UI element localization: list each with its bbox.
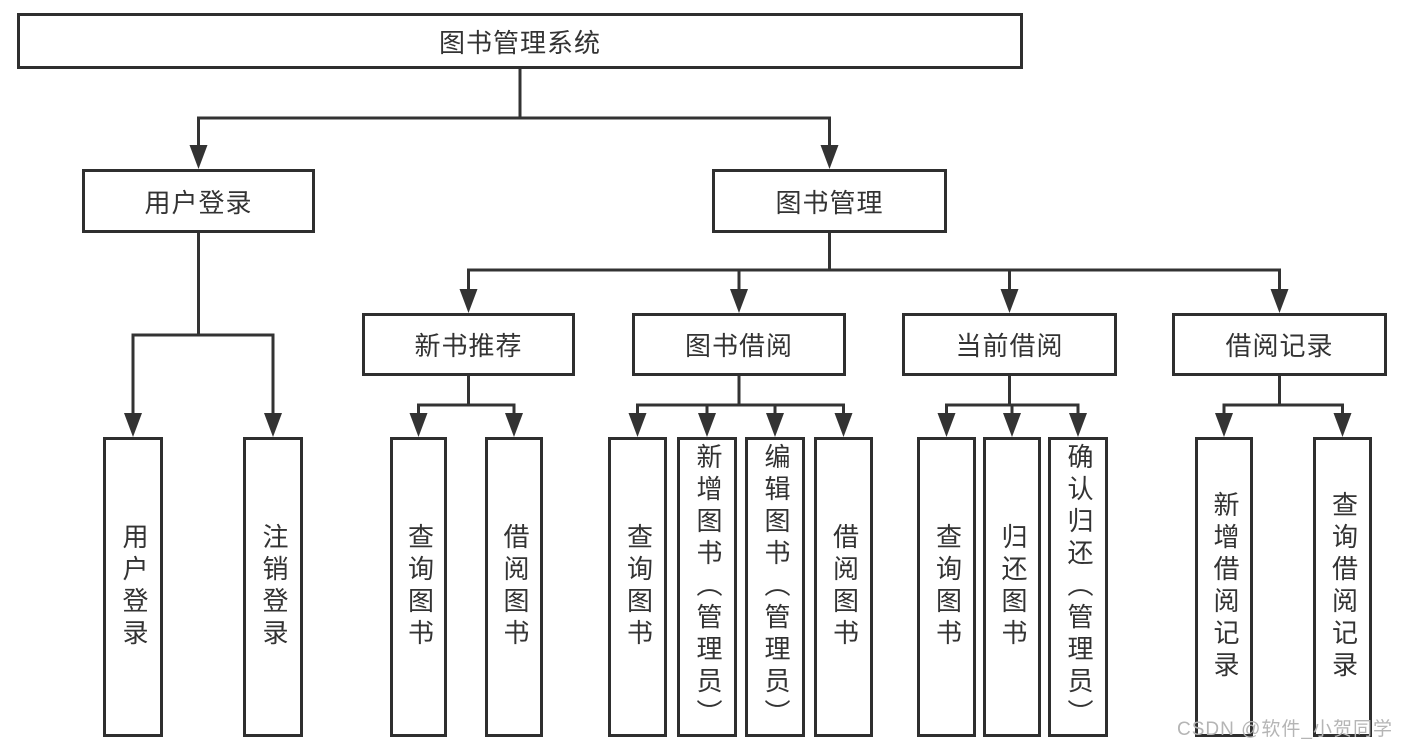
edge-new-book-rec bbox=[409, 374, 523, 437]
node-logout-leaf: 注销登录 bbox=[243, 437, 303, 737]
node-label: 图书借阅 bbox=[684, 331, 793, 361]
node-label: 注销登录 bbox=[258, 523, 289, 651]
node-cb-query: 查询图书 bbox=[917, 437, 976, 737]
node-borrow-record: 借阅记录 bbox=[1172, 313, 1387, 376]
node-book-borrow: 图书借阅 bbox=[632, 313, 846, 376]
arrowhead-book-mgmt bbox=[820, 145, 839, 169]
node-book-mgmt: 图书管理 bbox=[712, 169, 947, 233]
node-rec-query: 查询图书 bbox=[390, 437, 447, 737]
node-label: 用户登录 bbox=[144, 187, 253, 218]
connector-path bbox=[131, 231, 275, 431]
arrowhead-rec-query bbox=[409, 413, 428, 437]
node-bb-add: 新增图书（管理员） bbox=[677, 437, 737, 737]
node-label: 借阅图书 bbox=[829, 523, 860, 651]
node-label: 借阅记录 bbox=[1225, 331, 1334, 361]
edge-book-mgmt bbox=[459, 231, 1289, 313]
watermark: CSDN @软件_小贺同学 bbox=[1177, 719, 1393, 740]
arrowhead-book-borrow bbox=[730, 289, 748, 313]
node-label: 编辑图书（管理员） bbox=[760, 443, 791, 731]
node-label: 归还图书 bbox=[997, 523, 1028, 651]
arrowhead-user-login bbox=[189, 145, 208, 169]
node-bb-edit: 编辑图书（管理员） bbox=[745, 437, 805, 737]
arrowhead-cb-return bbox=[1003, 413, 1021, 437]
node-label: 新增借阅记录 bbox=[1209, 491, 1240, 683]
arrowhead-bb-edit bbox=[766, 413, 784, 437]
node-label: 图书管理 bbox=[775, 187, 884, 218]
node-rec-borrow: 借阅图书 bbox=[485, 437, 543, 737]
node-label: 图书管理系统 bbox=[438, 27, 601, 58]
node-label: 新书推荐 bbox=[414, 331, 523, 361]
arrowhead-rec-borrow bbox=[505, 413, 523, 437]
arrowhead-bb-add bbox=[698, 413, 716, 437]
node-br-query: 查询借阅记录 bbox=[1313, 437, 1372, 737]
arrowhead-bb-borrow bbox=[834, 413, 853, 437]
connector-path bbox=[467, 231, 1281, 307]
node-cb-confirm: 确认归还（管理员） bbox=[1048, 437, 1108, 737]
node-label: 查询借阅记录 bbox=[1328, 491, 1359, 683]
edge-borrow-record bbox=[1215, 374, 1352, 437]
connector-path bbox=[1222, 374, 1344, 431]
node-label: 新增图书（管理员） bbox=[692, 443, 723, 731]
edge-root bbox=[189, 67, 839, 169]
node-label: 用户登录 bbox=[118, 523, 149, 651]
connector-path bbox=[636, 374, 845, 431]
arrowhead-br-add bbox=[1215, 413, 1233, 437]
node-user-login: 用户登录 bbox=[82, 169, 315, 233]
arrowhead-new-book-rec bbox=[459, 289, 478, 313]
arrowhead-borrow-record bbox=[1270, 289, 1289, 313]
node-label: 查询图书 bbox=[623, 523, 654, 651]
node-label: 确认归还（管理员） bbox=[1063, 443, 1094, 731]
connector-path bbox=[417, 374, 516, 431]
edge-user-login bbox=[124, 231, 282, 437]
node-bb-query: 查询图书 bbox=[608, 437, 667, 737]
node-label: 当前借阅 bbox=[955, 331, 1064, 361]
node-root: 图书管理系统 bbox=[17, 13, 1023, 69]
arrowhead-bb-query bbox=[628, 413, 647, 437]
arrowhead-br-query bbox=[1333, 413, 1352, 437]
edge-current-borrow bbox=[937, 374, 1087, 437]
node-label: 查询图书 bbox=[404, 523, 435, 651]
arrowhead-cb-query bbox=[937, 413, 956, 437]
node-login-leaf: 用户登录 bbox=[103, 437, 163, 737]
node-br-add: 新增借阅记录 bbox=[1195, 437, 1253, 737]
arrowhead-cb-confirm bbox=[1069, 413, 1087, 437]
node-bb-borrow: 借阅图书 bbox=[814, 437, 873, 737]
node-new-book-rec: 新书推荐 bbox=[362, 313, 575, 376]
arrowhead-login-leaf bbox=[124, 413, 142, 437]
arrowhead-logout-leaf bbox=[264, 413, 282, 437]
edge-book-borrow bbox=[628, 374, 853, 437]
node-cb-return: 归还图书 bbox=[983, 437, 1041, 737]
node-label: 查询图书 bbox=[932, 523, 963, 651]
node-label: 借阅图书 bbox=[499, 523, 530, 651]
arrowhead-current-borrow bbox=[1000, 289, 1019, 313]
node-current-borrow: 当前借阅 bbox=[902, 313, 1117, 376]
connector-path bbox=[197, 67, 831, 163]
